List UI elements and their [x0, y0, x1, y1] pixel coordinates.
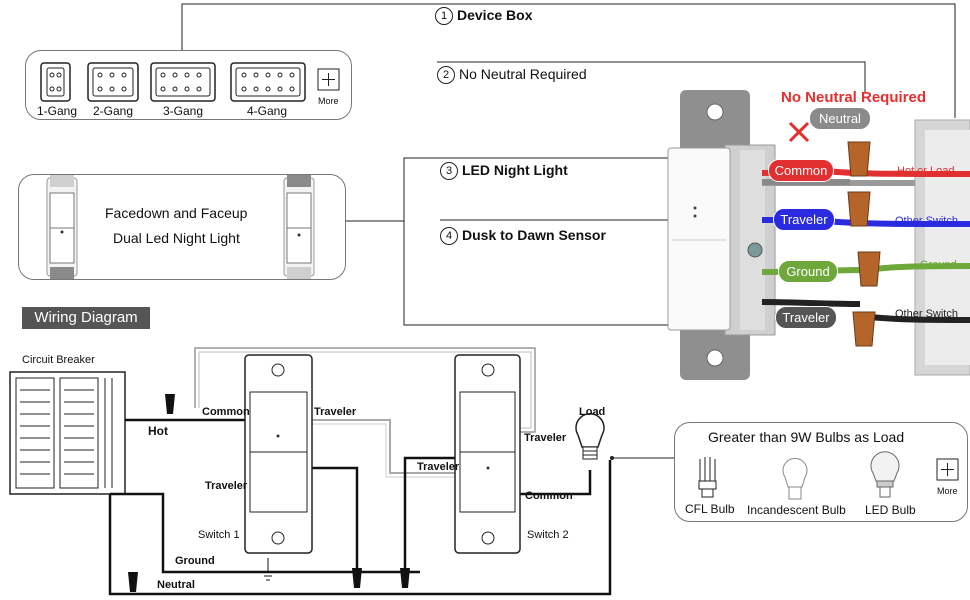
ground-wire-destination: Ground: [920, 259, 957, 271]
traveler-black-wire-destination: Other Switch: [895, 308, 958, 320]
gang-label-4: 4-Gang: [247, 104, 288, 118]
s1-traveler-top-label: Traveler: [314, 406, 357, 418]
neutral-label: Neutral: [157, 579, 195, 591]
gang-more-label: More: [318, 96, 339, 106]
traveler-blue-wire-destination: Other Switch: [895, 215, 958, 227]
night-light-panel: Facedown and Faceup Dual Led Night Light: [18, 174, 346, 280]
switch-2-label: Switch 2: [527, 529, 569, 541]
common-wire-label: Common: [768, 159, 834, 182]
circuit-breaker-label: Circuit Breaker: [22, 354, 95, 366]
switch-photo: [667, 90, 970, 380]
bulbs-panel-title: Greater than 9W Bulbs as Load: [708, 429, 905, 445]
bulb-incandescent-label: Incandescent Bulb: [747, 503, 846, 517]
night-light-line-2: Dual Led Night Light: [113, 230, 240, 246]
wiring-diagram: [9, 347, 612, 596]
callout-text: Device Box: [457, 7, 533, 23]
ground-wire-label: Ground: [778, 260, 838, 283]
callout-number: 3: [440, 162, 458, 180]
bulb-led-label: LED Bulb: [865, 503, 916, 517]
gang-label-3: 3-Gang: [163, 104, 204, 118]
photo-no-neutral-title: No Neutral Required: [781, 89, 927, 106]
hot-label: Hot: [148, 424, 168, 438]
bulb-icons: [698, 451, 959, 500]
s1-traveler-bottom-label: Traveler: [205, 480, 248, 492]
switch-1-label: Switch 1: [198, 529, 240, 541]
gang-icons: [40, 62, 340, 102]
callout-text: LED Night Light: [462, 162, 568, 178]
callout-text: No Neutral Required: [459, 66, 587, 82]
neutral-wire-label: Neutral: [809, 107, 871, 130]
common-wire-destination: Hot or Load: [897, 165, 955, 177]
traveler-black-wire-label: Traveler: [775, 306, 837, 329]
bulbs-more-label: More: [937, 486, 958, 496]
ground-label: Ground: [175, 555, 215, 567]
callout-number: 1: [435, 7, 453, 25]
s2-common-label: Common: [525, 490, 573, 502]
switch-thumbnails: [46, 175, 315, 279]
gang-label-2: 2-Gang: [93, 104, 134, 118]
bulbs-panel: Greater than 9W Bulbs as Load CFL Bulb I…: [674, 422, 968, 522]
load-label: Load: [579, 406, 606, 418]
gang-label-1: 1-Gang: [37, 104, 78, 118]
gang-panel: 1-Gang 2-Gang 3-Gang 4-Gang More: [25, 50, 352, 120]
s2-traveler-top-label: Traveler: [524, 432, 567, 444]
s2-traveler-left-label: Traveler: [417, 461, 460, 473]
night-light-line-1: Facedown and Faceup: [105, 205, 248, 221]
callout-text: Dusk to Dawn Sensor: [462, 227, 606, 243]
traveler-blue-wire-label: Traveler: [773, 208, 835, 231]
s1-common-label: Common: [202, 406, 250, 418]
bulb-cfl-label: CFL Bulb: [685, 502, 735, 516]
callout-number: 2: [437, 66, 455, 84]
callout-number: 4: [440, 227, 458, 245]
wiring-diagram-title: Wiring Diagram: [22, 307, 150, 329]
